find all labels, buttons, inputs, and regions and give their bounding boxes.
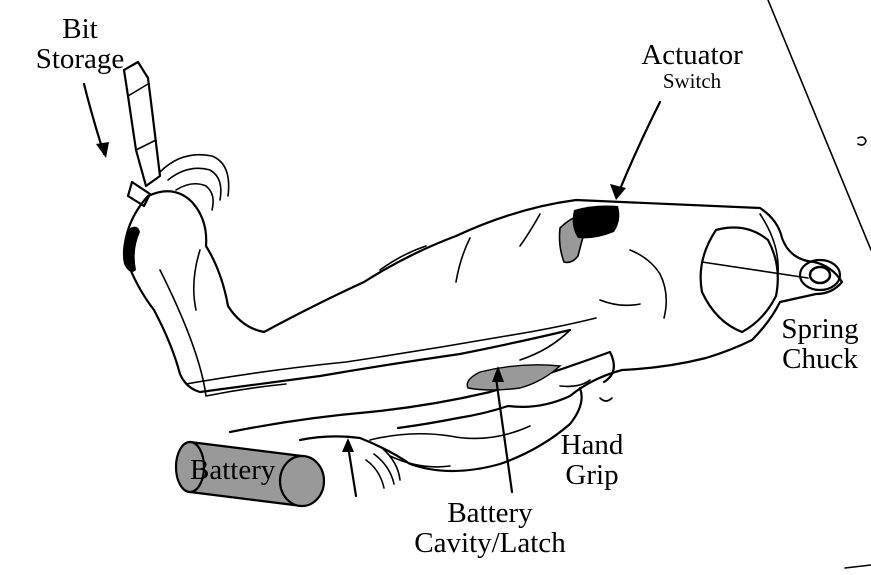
- bit-storage-tube: [124, 62, 160, 206]
- hand-grip-label: Hand Grip: [552, 430, 632, 491]
- battery-cavity-arrow: [496, 378, 512, 492]
- bit-storage-label-line1: Bit: [24, 14, 136, 44]
- arm-band: [123, 227, 140, 272]
- edge-mark: [858, 137, 866, 145]
- actuator-switch: [560, 206, 620, 263]
- battery-latch-arrow: [348, 446, 356, 496]
- spring-chuck-label: Spring Chuck: [770, 314, 870, 375]
- battery-cavity-label-line1: Battery: [392, 498, 588, 528]
- hand-grip-label-line1: Hand: [552, 430, 632, 460]
- actuator-label: Actuator Switch: [622, 40, 762, 92]
- flex-strands-top: [160, 155, 229, 210]
- spring-chuck-label-line1: Spring: [770, 314, 870, 344]
- battery-label: Battery: [190, 455, 275, 485]
- actuator-arrow: [618, 102, 660, 194]
- battery-cavity-label-line2: Cavity/Latch: [392, 528, 588, 558]
- actuator-label-line2: Switch: [622, 70, 762, 92]
- spring-chuck-label-line2: Chuck: [770, 344, 870, 374]
- actuator-label-line1: Actuator: [622, 40, 762, 70]
- bit-storage-label-line2: Storage: [24, 44, 136, 74]
- border-line: [768, 0, 871, 250]
- hand-grip-label-line2: Grip: [552, 460, 632, 490]
- battery-cavity-label: Battery Cavity/Latch: [392, 498, 588, 559]
- edge-mark-bottom: [845, 565, 871, 568]
- bit-storage-label: Bit Storage: [24, 14, 136, 75]
